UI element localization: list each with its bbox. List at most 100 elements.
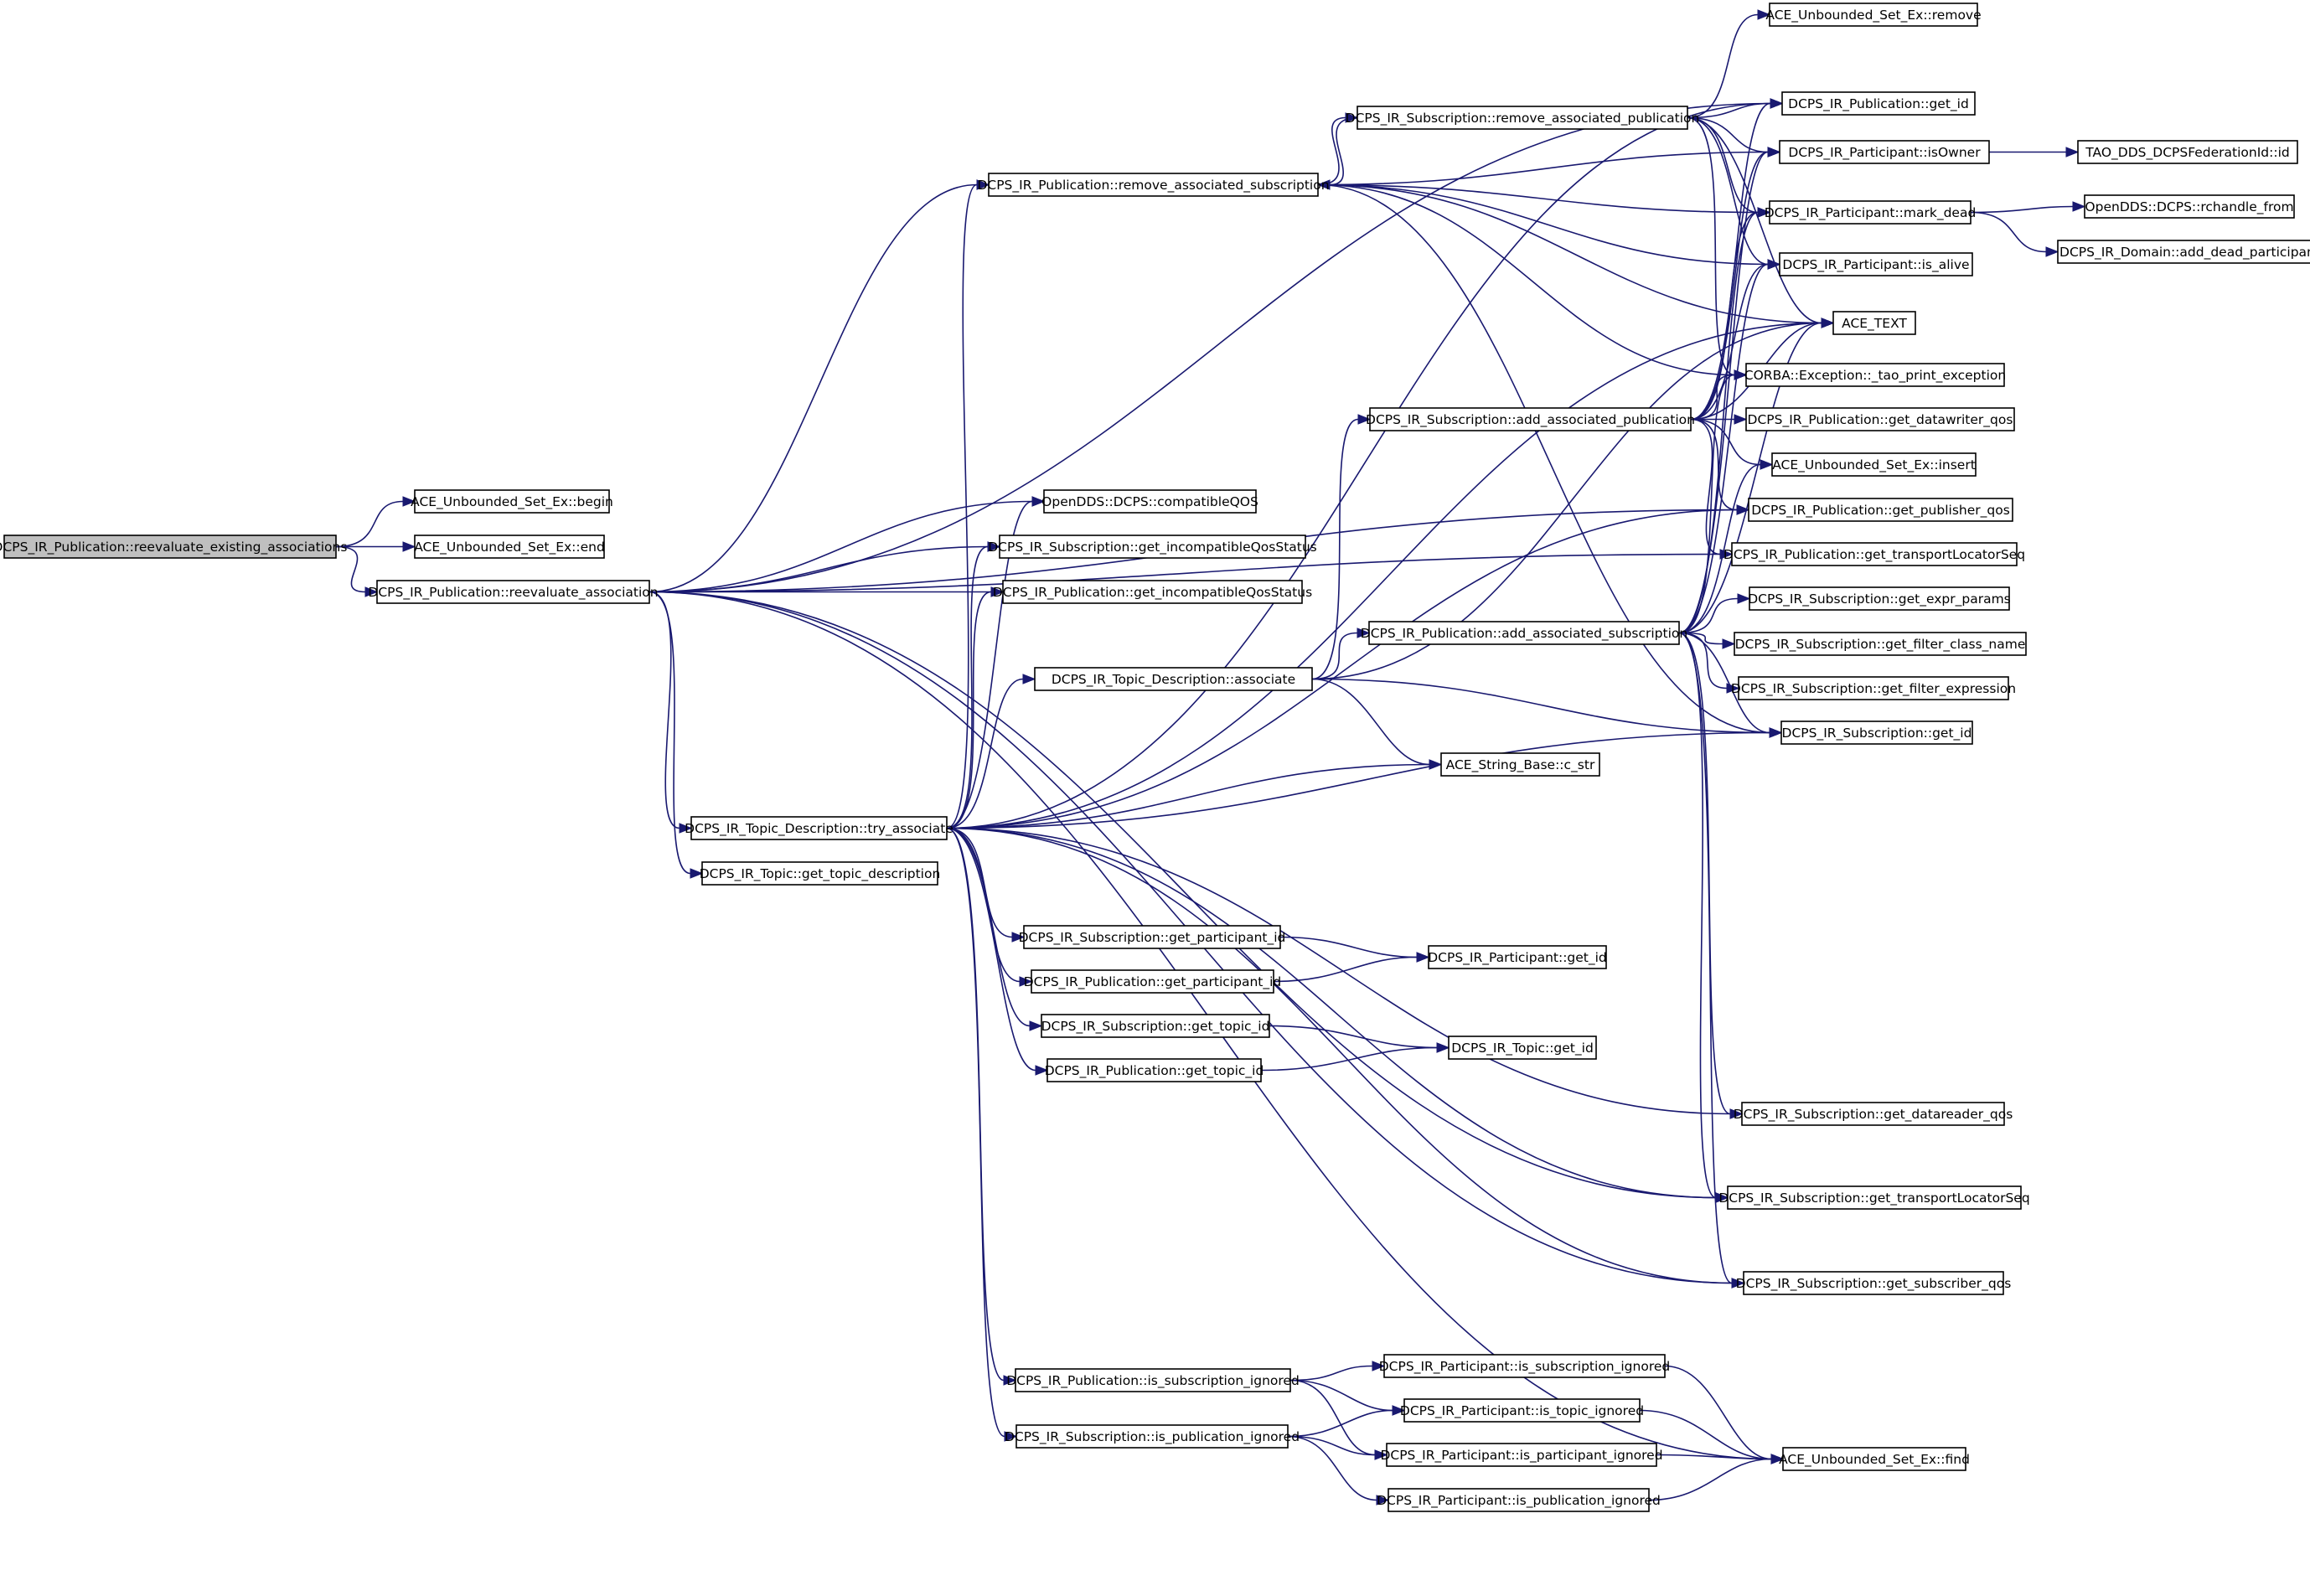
arrowhead-icon (679, 823, 693, 834)
node-pub-incompat[interactable]: DCPS_IR_Publication::get_incompatibleQos… (993, 580, 1312, 604)
node-sub-expr-params[interactable]: DCPS_IR_Subscription::get_expr_params (1748, 586, 2011, 611)
node-sub-filter-class[interactable]: DCPS_IR_Subscription::get_filter_class_n… (1734, 632, 2027, 656)
node-rchandle-from[interactable]: OpenDDS::DCPS::rchandle_from (2084, 194, 2295, 219)
edge-line (1311, 678, 1430, 766)
node-part-isowner[interactable]: DCPS_IR_Participant::isOwner (1779, 140, 1990, 164)
edge-line (1687, 116, 1769, 266)
arrowhead-icon (1767, 147, 1781, 158)
node-box (1046, 1058, 1262, 1082)
node-set-insert[interactable]: ACE_Unbounded_Set_Ex::insert (1771, 452, 1977, 477)
node-topic-get-id[interactable]: DCPS_IR_Topic::get_id (1448, 1036, 1597, 1060)
node-set-end[interactable]: ACE_Unbounded_Set_Ex::end (414, 535, 605, 559)
node-part-is-sub-ign[interactable]: DCPS_IR_Participant::is_subscription_ign… (1379, 1354, 1671, 1378)
arrowhead-icon (1821, 318, 1835, 328)
node-box (414, 535, 605, 559)
node-box (1779, 252, 1973, 276)
edge-line (1690, 263, 1769, 421)
node-part-mark-dead[interactable]: DCPS_IR_Participant::mark_dead (1765, 200, 1977, 225)
arrowhead-icon (1416, 952, 1430, 963)
node-part-is-pub-ign[interactable]: DCPS_IR_Participant::is_publication_igno… (1377, 1488, 1661, 1512)
edge-line (1690, 211, 1759, 421)
node-box (1780, 721, 1973, 745)
node-pub-is-sub-ign[interactable]: DCPS_IR_Publication::is_subscription_ign… (1006, 1368, 1300, 1392)
node-compat-qos[interactable]: OpenDDS::DCPS::compatibleQOS (1041, 489, 1258, 514)
arrowhead-icon (990, 586, 1005, 597)
node-label: DCPS_IR_Participant::is_participant_igno… (1380, 1448, 1662, 1464)
edge-pub-get-part-id-to-part-get-id (1273, 952, 1430, 983)
node-box (3, 535, 337, 559)
node-td-try[interactable]: DCPS_IR_Topic_Description::try_associate (685, 816, 953, 840)
node-pub-remove-sub[interactable]: DCPS_IR_Publication::remove_associated_s… (977, 173, 1330, 197)
edge-part-mark-dead-to-add-dead-part (1970, 211, 2059, 257)
node-set-begin[interactable]: ACE_Unbounded_Set_Ex::begin (411, 489, 613, 514)
arrowhead-icon (1737, 593, 1751, 604)
node-part-is-topic-ign[interactable]: DCPS_IR_Participant::is_topic_ignored (1400, 1398, 1644, 1423)
edge-line (946, 827, 1717, 1199)
node-reeval-assoc[interactable]: DCPS_IR_Publication::reevaluate_associat… (368, 580, 659, 604)
node-label: DCPS_IR_Publication::get_participant_id (1024, 974, 1282, 990)
edge-td-associate-to-c-str (1311, 678, 1443, 770)
node-sub-get-part-id[interactable]: DCPS_IR_Subscription::get_participant_id (1019, 925, 1286, 949)
edge-line (1656, 1454, 1772, 1460)
node-box (1383, 1354, 1666, 1378)
edge-line (946, 183, 978, 829)
node-sub-add-pub[interactable]: DCPS_IR_Subscription::add_associated_pub… (1366, 407, 1695, 431)
edge-line (335, 545, 366, 593)
node-sub-get-topic-id[interactable]: DCPS_IR_Subscription::get_topic_id (1041, 1014, 1270, 1038)
edge-line (946, 678, 1024, 829)
edge-line (1687, 116, 1769, 153)
edge-line (1664, 1365, 1772, 1460)
node-label: ACE_Unbounded_Set_Ex::find (1779, 1452, 1970, 1468)
node-sub-incompat[interactable]: DCPS_IR_Subscription::get_incompatibleQo… (988, 535, 1317, 559)
node-label: DCPS_IR_Topic_Description::try_associate (685, 821, 953, 837)
node-label: DCPS_IR_Publication::get_incompatibleQos… (993, 585, 1312, 601)
node-part-get-id[interactable]: DCPS_IR_Participant::get_id (1428, 945, 1607, 969)
node-box (1779, 140, 1990, 164)
edge-line (1690, 418, 1738, 511)
node-part-is-part-ign[interactable]: DCPS_IR_Participant::is_participant_igno… (1380, 1443, 1663, 1467)
arrowhead-icon (1019, 976, 1033, 987)
node-pub-add-sub[interactable]: DCPS_IR_Publication::add_associated_subs… (1361, 621, 1687, 645)
node-sub-get-id[interactable]: DCPS_IR_Subscription::get_id (1780, 721, 1973, 745)
node-box (1440, 752, 1600, 777)
edge-line (649, 183, 978, 593)
node-pub-dw-qos[interactable]: DCPS_IR_Publication::get_datawriter_qos (1745, 407, 2015, 431)
node-set-find[interactable]: ACE_Unbounded_Set_Ex::find (1779, 1447, 1970, 1471)
node-pub-get-id[interactable]: DCPS_IR_Publication::get_id (1781, 91, 1976, 116)
node-box (1015, 1368, 1291, 1392)
edge-td-try-to-pub-incompat (946, 586, 1005, 829)
node-sub-sub-qos[interactable]: DCPS_IR_Subscription::get_subscriber_qos (1736, 1271, 2012, 1295)
node-sub-tls[interactable]: DCPS_IR_Subscription::get_transportLocat… (1718, 1185, 2030, 1210)
arrowhead-icon (1729, 1108, 1744, 1119)
node-sub-dr-qos[interactable]: DCPS_IR_Subscription::get_datareader_qos (1734, 1102, 2013, 1126)
node-sub-filter-expr[interactable]: DCPS_IR_Subscription::get_filter_express… (1731, 676, 2016, 700)
arrowhead-icon (1760, 459, 1774, 470)
edge-sub-is-pub-ign-to-part-is-topic-ign (1287, 1405, 1406, 1438)
node-pub-tls[interactable]: DCPS_IR_Publication::get_transportLocato… (1723, 542, 2025, 566)
edge-root-to-reeval-assoc (335, 545, 379, 597)
edge-line (1287, 1435, 1377, 1501)
edge-line (1678, 632, 1731, 1115)
node-ace-text[interactable]: ACE_TEXT (1832, 311, 1916, 335)
edge-line (1687, 13, 1759, 119)
node-sub-is-pub-ign[interactable]: DCPS_IR_Subscription::is_publication_ign… (1005, 1424, 1300, 1449)
node-pub-get-part-id[interactable]: DCPS_IR_Publication::get_participant_id (1024, 969, 1282, 994)
node-topic-get-td[interactable]: DCPS_IR_Topic::get_topic_description (700, 861, 941, 886)
node-pub-get-topic-id[interactable]: DCPS_IR_Publication::get_topic_id (1045, 1058, 1264, 1082)
edge-line (1279, 936, 1418, 958)
node-c-str[interactable]: ACE_String_Base::c_str (1440, 752, 1600, 777)
node-add-dead-part[interactable]: DCPS_IR_Domain::add_dead_participant (2057, 240, 2310, 264)
edge-line (1690, 418, 1761, 466)
node-fed-id[interactable]: TAO_DDS_DCPSFederationId::id (2077, 140, 2298, 164)
node-sub-remove-pub[interactable]: DCPS_IR_Subscription::remove_associated_… (1346, 106, 1700, 130)
node-label: DCPS_IR_Publication::is_subscription_ign… (1006, 1373, 1300, 1389)
node-pub-pub-qos[interactable]: DCPS_IR_Publication::get_publisher_qos (1748, 498, 2013, 522)
arrowhead-icon (1357, 628, 1371, 638)
node-corba-exc[interactable]: CORBA::Exception::_tao_print_exception (1744, 363, 2006, 387)
node-label: DCPS_IR_Publication::get_topic_id (1045, 1063, 1264, 1079)
node-part-is-alive[interactable]: DCPS_IR_Participant::is_alive (1779, 252, 1973, 276)
node-label: CORBA::Exception::_tao_print_exception (1744, 368, 2006, 384)
node-td-associate[interactable]: DCPS_IR_Topic_Description::associate (1034, 667, 1313, 691)
node-root[interactable]: DCPS_IR_Publication::reevaluate_existing… (0, 535, 347, 559)
node-set-remove[interactable]: ACE_Unbounded_Set_Ex::remove (1765, 3, 1982, 27)
